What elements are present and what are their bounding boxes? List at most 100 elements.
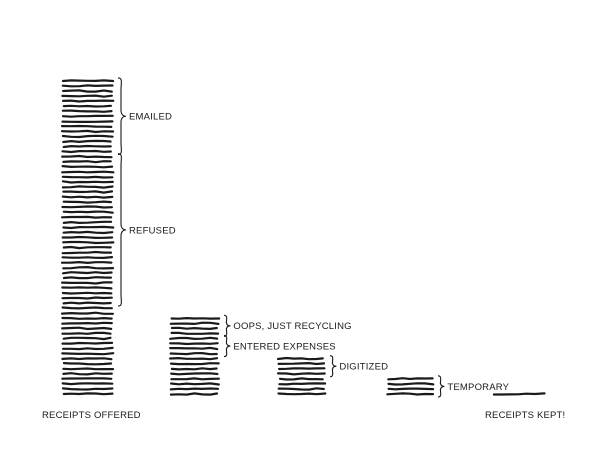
receipt-stroke [277,361,326,366]
stack-after-expenses [276,356,327,396]
receipt-stroke [169,387,220,391]
receipt-stroke [169,362,220,366]
receipt-stroke [61,357,113,361]
receipt-stroke [170,377,220,381]
receipt-stroke [61,326,113,331]
receipt-stroke [61,235,114,240]
receipt-stroke [278,367,326,371]
receipt-stroke [62,210,114,214]
receipt-stroke [61,109,113,113]
receipt-stroke [170,367,218,371]
receipt-stroke [62,200,113,204]
label-emailed: EMAILED [129,112,172,123]
receipt-stroke [61,382,114,386]
receipt-stroke [387,382,435,386]
receipt-stroke [277,372,326,376]
receipt-stroke [61,331,112,335]
receipt-stroke [61,175,114,179]
receipt-stroke [61,154,113,159]
receipt-stroke [62,139,112,144]
label-temporary: TEMPORARY [447,382,509,393]
receipt-stroke [62,336,112,341]
receipt-stroke [62,220,113,225]
receipt-stroke [170,316,221,320]
receipt-stroke [61,286,113,290]
label-receipts-offered: RECEIPTS OFFERED [42,410,141,421]
label-receipts-kept: RECEIPTS KEPT! [485,410,565,421]
receipt-stroke [61,316,113,320]
stack-after-refusal [169,316,221,396]
receipt-stroke [62,144,112,149]
receipt-stroke [170,331,220,335]
receipt-stroke [387,377,434,381]
receipt-stroke [492,392,546,396]
receipt-stroke [61,296,113,300]
receipt-stroke [61,250,113,255]
bracket-emailed [117,77,127,156]
receipt-stroke [60,260,113,265]
receipt-stroke [61,185,114,189]
receipt-stroke [60,129,115,134]
receipt-stroke [62,362,113,366]
receipt-stroke [62,245,112,250]
receipt-stroke [61,120,114,123]
receipt-stroke [61,79,115,83]
receipt-stroke [61,180,114,184]
bracket-oops-just-recycling [223,314,231,337]
receipt-stroke [62,276,112,280]
receipt-stroke [60,311,114,315]
receipt-stroke [61,165,114,169]
receipt-stroke [169,346,219,351]
receipt-stroke [62,367,115,371]
receipt-stroke [62,372,113,376]
brackets-after-expenses: DIGITIZED [329,355,388,378]
receipt-stroke [62,190,114,194]
receipt-stroke [61,352,115,356]
receipt-stroke [62,271,113,275]
receipt-stroke [61,195,114,199]
receipt-stroke [170,382,220,386]
receipt-stroke [169,356,219,361]
receipt-stroke [62,230,114,235]
bracket-refused [117,153,127,307]
receipt-stroke [62,99,115,103]
receipt-stroke [62,346,114,351]
receipt-stroke [170,326,218,331]
label-entered-expenses: ENTERED EXPENSES [233,341,335,352]
receipt-stroke [278,377,324,381]
receipt-stroke [61,134,114,139]
receipt-stroke [61,114,114,118]
receipt-stroke [386,392,435,396]
receipt-stroke [61,341,114,345]
brackets-after-refusal: OOPS, JUST RECYCLING ENTERED EXPENSES [223,314,352,358]
receipt-stroke [169,342,219,346]
brackets-receipts-offered: EMAILED REFUSED [117,77,176,307]
receipt-stroke [169,321,220,326]
receipt-stroke [61,387,114,391]
receipt-stroke [62,240,115,245]
bracket-temporary [437,375,445,398]
receipt-stroke [61,149,112,154]
label-oops-just-recycling: OOPS, JUST RECYCLING [233,321,351,332]
stack-after-digitizing [386,377,435,396]
stack-receipts-kept [492,392,546,396]
receipt-stroke [62,392,114,396]
receipt-stroke [61,94,113,98]
receipt-stroke [278,382,327,386]
receipt-stroke [62,301,112,305]
bracket-digitized [329,355,337,378]
receipt-stroke [61,170,115,174]
receipt-stroke [62,225,115,230]
receipt-stroke [277,392,327,396]
receipt-stroke [62,89,113,93]
receipt-stroke [61,321,113,325]
receipt-stroke [60,124,113,128]
label-digitized: DIGITIZED [339,362,388,373]
receipt-stroke [169,336,219,341]
receipt-stroke [277,387,325,391]
stack-receipts-offered [60,79,115,396]
receipt-stroke [61,291,113,295]
receipt-stroke [169,351,218,356]
receipt-stroke [169,392,219,396]
bracket-entered-expenses [223,334,231,358]
